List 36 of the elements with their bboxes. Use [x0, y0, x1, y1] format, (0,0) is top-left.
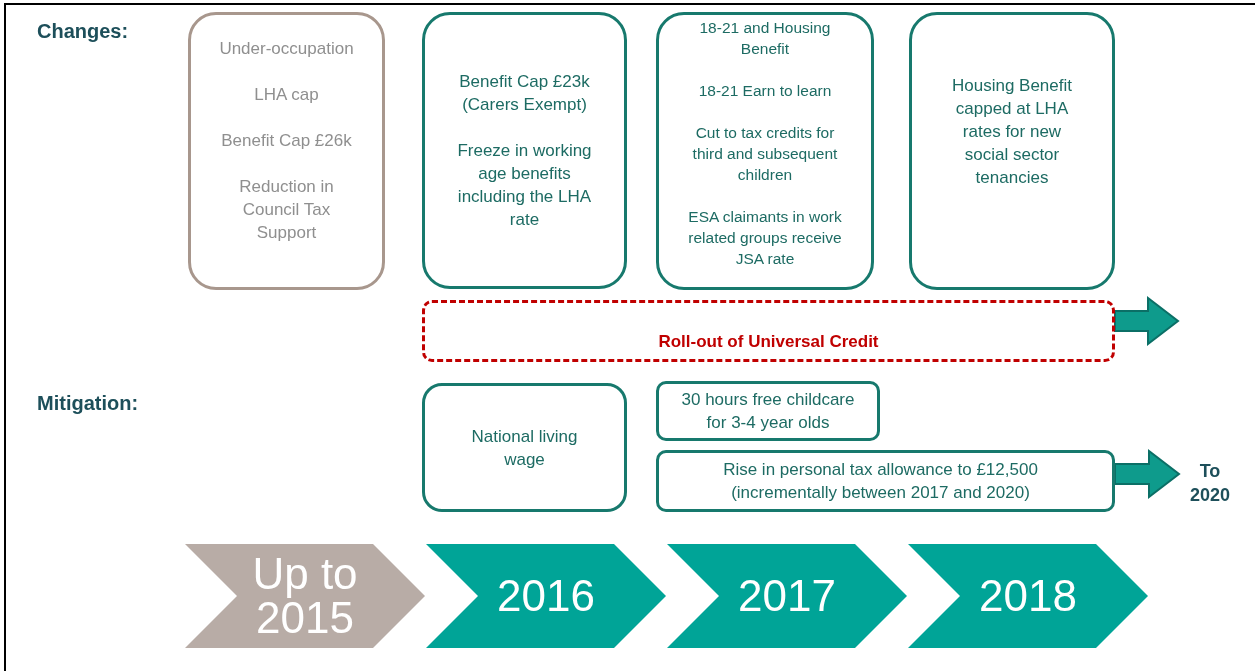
year-label: 2016: [497, 570, 595, 622]
rollout-box: [422, 300, 1115, 362]
year-label: Up to 2015: [251, 552, 359, 640]
timeline-segment: [185, 544, 425, 648]
event-text: 30 hours free childcare for 3-4 year olds: [680, 389, 856, 434]
event-text: Cut to tax credits for third and subsequent children: [691, 123, 839, 185]
timeline-segment: [667, 544, 907, 648]
event-text: ESA claimants in work related groups receive JSA rate: [687, 207, 843, 269]
event-card: [422, 12, 627, 289]
mitigation-card: [656, 450, 1115, 512]
event-text: Benefit Cap £26k: [221, 130, 352, 152]
mitigation-card: [422, 383, 627, 512]
event-text: Housing Benefit capped at LHA rates for new social sector tenancies: [951, 74, 1073, 189]
event-text: LHA cap: [254, 84, 319, 106]
block-arrow: [1114, 295, 1180, 347]
event-text: Reduction in Council Tax Support: [238, 176, 335, 244]
year-label: 2017: [738, 570, 836, 622]
timeline-segment: [426, 544, 666, 648]
event-text: Rise in personal tax allowance to £12,500 (incrementally between 2017 and 2020): [722, 459, 1039, 504]
event-text: Under-occupation: [219, 38, 354, 60]
event-text: 18-21 Earn to learn: [698, 81, 832, 101]
block-arrow: [1114, 448, 1181, 500]
row-heading: Mitigation:: [37, 391, 139, 416]
event-text: Roll-out of Universal Credit: [658, 330, 879, 353]
event-card: [909, 12, 1115, 290]
row-heading: Changes:: [37, 19, 129, 44]
year-label: 2018: [979, 570, 1077, 622]
end-label: To 2020: [1188, 460, 1231, 507]
event-card: [656, 12, 874, 290]
mitigation-card: [656, 381, 880, 441]
event-text: 18-21 and Housing Benefit: [698, 18, 832, 59]
event-text: National living wage: [470, 425, 579, 471]
timeline-segment: [908, 544, 1148, 648]
event-text: Freeze in working age benefits including the LHA rate: [456, 140, 593, 231]
event-card: [188, 12, 385, 290]
event-text: Benefit Cap £23k (Carers Exempt): [458, 71, 591, 116]
